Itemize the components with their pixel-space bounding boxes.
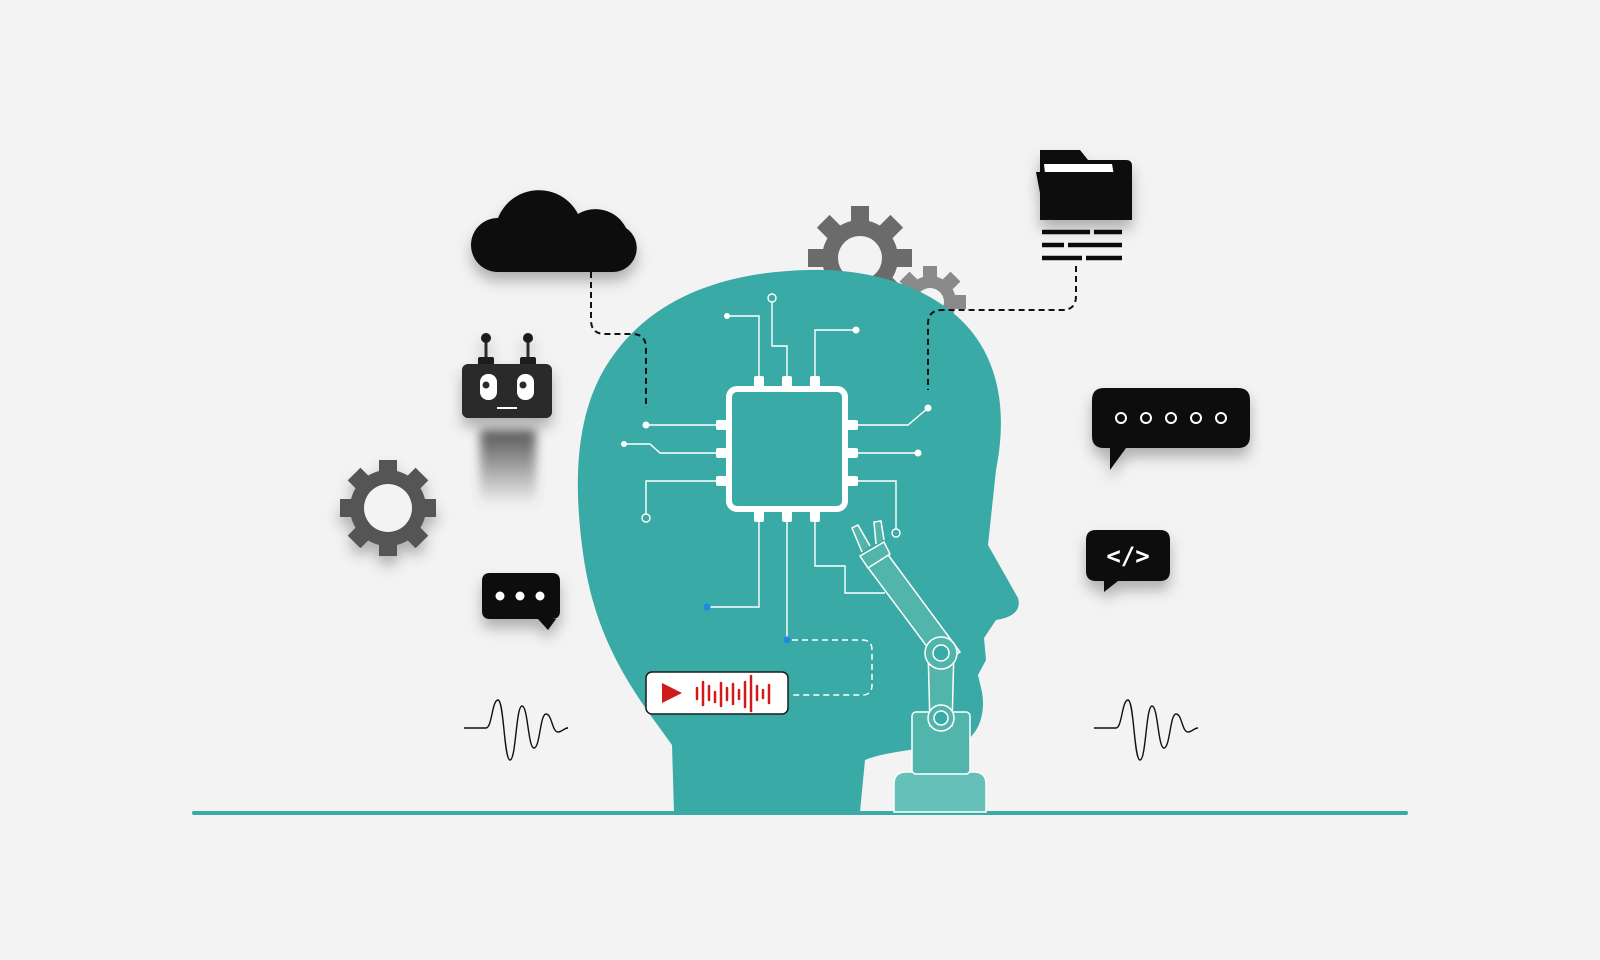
robot-icon [462, 333, 552, 506]
audio-player [645, 671, 789, 715]
chat-bubble-icon [482, 573, 560, 630]
code-symbol: </> [1106, 542, 1149, 570]
robot-motion-trail [480, 430, 536, 506]
code-bubble-icon [1086, 530, 1170, 592]
cloud-icon [471, 190, 637, 273]
document-lines [1042, 229, 1122, 261]
audio-connector [790, 639, 873, 696]
circuit-traces [624, 300, 929, 640]
microchip-icon [716, 376, 858, 522]
robot-arm-icon [851, 520, 987, 813]
signal-wave-icon [464, 699, 569, 761]
play-icon [662, 683, 682, 703]
audio-waveform-icon [695, 674, 771, 713]
circuit-open-nodes [641, 293, 901, 538]
password-bubble-icon [1092, 388, 1250, 470]
folder-icon [1036, 150, 1132, 220]
signal-wave-icon [1094, 699, 1199, 761]
dashed-connectors [590, 266, 1077, 408]
circuit-blue-nodes [703, 603, 791, 644]
gear-icon [340, 460, 436, 556]
circuit-nodes [621, 313, 932, 457]
